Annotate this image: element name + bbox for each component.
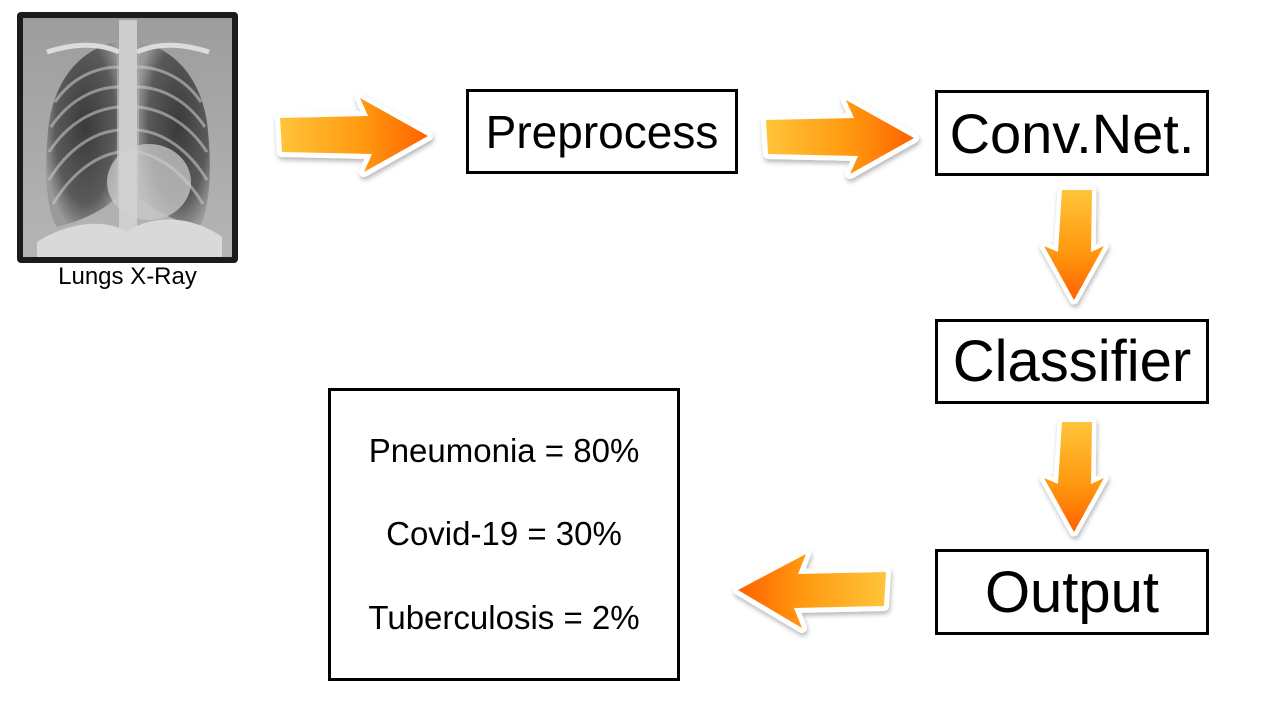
arrow-to-classifier-icon bbox=[1039, 185, 1109, 305]
result-pneumonia: Pneumonia = 80% bbox=[368, 431, 640, 469]
convnet-label: Conv.Net. bbox=[949, 101, 1195, 165]
output-box: Output bbox=[935, 549, 1209, 635]
arrow-to-convnet-icon bbox=[761, 95, 919, 179]
arrow-to-preprocess-icon bbox=[275, 93, 433, 177]
output-label: Output bbox=[984, 559, 1160, 625]
preprocess-box: Preprocess bbox=[466, 89, 738, 174]
convnet-box: Conv.Net. bbox=[935, 90, 1209, 176]
classifier-label: Classifier bbox=[952, 329, 1192, 394]
result-tuberculosis: Tuberculosis = 2% bbox=[368, 599, 640, 637]
arrow-to-results-icon bbox=[733, 549, 891, 633]
result-covid: Covid-19 = 30% bbox=[386, 515, 622, 553]
chest-xray-image bbox=[17, 12, 238, 263]
classifier-box: Classifier bbox=[935, 319, 1209, 404]
arrow-to-output-icon bbox=[1039, 417, 1109, 537]
results-box: Pneumonia = 80% Covid-19 = 30% Tuberculo… bbox=[328, 388, 680, 681]
preprocess-label: Preprocess bbox=[485, 105, 719, 158]
xray-caption: Lungs X-Ray bbox=[58, 263, 197, 290]
